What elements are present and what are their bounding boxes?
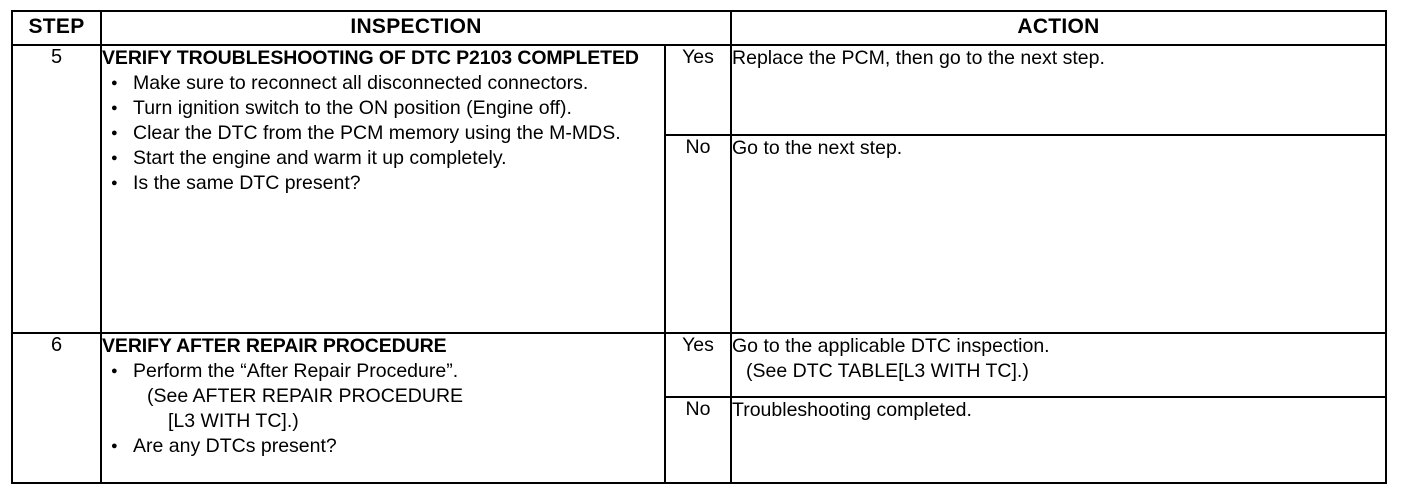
inspection-reference-line-1: (See AFTER REPAIR PROCEDURE: [147, 385, 464, 407]
action-text-yes-step-6: Go to the applicable DTC inspection.: [732, 335, 1050, 357]
inspection-title-step-5: VERIFY TROUBLESHOOTING OF DTC P2103 COMP…: [102, 47, 639, 69]
result-label-no-step-6: No: [663, 396, 733, 484]
inspection-bullet: Start the engine and warm it up complete…: [102, 145, 664, 172]
inspection-bullet: Turn ignition switch to the ON position …: [102, 95, 664, 122]
inspection-bullet-text: Perform the “After Repair Procedure”.: [133, 360, 459, 382]
dtc-troubleshooting-table: STEP INSPECTION ACTION 5 VERIFY TROUBLES…: [11, 10, 1388, 484]
column-header-step: STEP: [11, 10, 102, 46]
table-row-step-5-yes: 5 VERIFY TROUBLESHOOTING OF DTC P2103 CO…: [11, 44, 1388, 334]
action-text-no-step-6: Troubleshooting completed.: [730, 396, 1388, 484]
inspection-bullet: Make sure to reconnect all disconnected …: [102, 70, 664, 97]
inspection-bullet: Clear the DTC from the PCM memory using …: [102, 120, 664, 147]
column-header-inspection: INSPECTION: [99, 10, 733, 46]
table-row-step-6-no: No Troubleshooting completed.: [12, 396, 1388, 484]
inspection-bullet: Is the same DTC present?: [102, 170, 664, 197]
table-header-row: STEP INSPECTION ACTION: [11, 10, 1388, 46]
action-text-no-step-5: Go to the next step.: [730, 134, 1388, 334]
column-header-action: ACTION: [730, 10, 1388, 46]
action-text-yes-step-5: Replace the PCM, then go to the next ste…: [730, 44, 1388, 136]
action-cell-yes-step-6: Go to the applicable DTC inspection. (Se…: [730, 332, 1388, 398]
result-label-yes-step-6: Yes: [663, 332, 733, 398]
inspection-bullet-list-step-5: Make sure to reconnect all disconnected …: [102, 70, 664, 197]
step-number-5: 5: [11, 44, 102, 334]
result-label-no-step-5: No: [663, 134, 733, 334]
table-row-step-5-no: No Go to the next step.: [12, 134, 1388, 334]
action-reference-yes-step-6: (See DTC TABLE[L3 WITH TC].): [746, 360, 1029, 382]
inspection-bullet: Perform the “After Repair Procedure”. (S…: [102, 358, 664, 434]
inspection-cell-step-6: VERIFY AFTER REPAIR PROCEDURE Perform th…: [100, 332, 666, 484]
table-row-step-6-yes: 6 VERIFY AFTER REPAIR PROCEDURE Perform …: [11, 332, 1388, 484]
inspection-bullet: Are any DTCs present?: [102, 433, 664, 460]
inspection-reference-line-2: [L3 WITH TC].): [168, 410, 299, 432]
inspection-bullet-list-step-6: Perform the “After Repair Procedure”. (S…: [102, 358, 664, 460]
inspection-title-step-6: VERIFY AFTER REPAIR PROCEDURE: [102, 335, 447, 357]
inspection-cell-step-5: VERIFY TROUBLESHOOTING OF DTC P2103 COMP…: [100, 44, 666, 334]
result-label-yes-step-5: Yes: [663, 44, 733, 136]
step-number-6: 6: [11, 332, 102, 484]
